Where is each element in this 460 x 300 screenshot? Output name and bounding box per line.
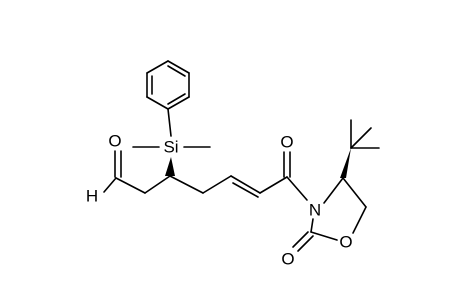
bond	[146, 60, 169, 74]
atom-o-acyl: O	[280, 133, 293, 152]
bond	[230, 175, 261, 194]
bond	[202, 175, 232, 194]
atom-o-ring: O	[339, 233, 352, 252]
bond	[259, 176, 288, 194]
wedge-bond	[165, 157, 175, 176]
wedge-bond	[340, 148, 351, 178]
oxazolidinone-ring: N O O	[281, 177, 367, 269]
enone-chain: O	[169, 133, 308, 201]
bond	[297, 235, 314, 252]
bond	[342, 177, 367, 208]
tert-butyl-group	[340, 119, 380, 178]
atom-o-carbonyl: O	[281, 250, 294, 269]
phenyl-ring	[146, 60, 190, 110]
bond	[103, 177, 117, 193]
bond	[146, 96, 169, 110]
bond	[310, 218, 314, 233]
bond	[144, 175, 171, 194]
bond	[167, 60, 190, 74]
bond	[169, 175, 204, 194]
bond	[310, 231, 338, 241]
bond-double-inner	[167, 65, 186, 77]
bond	[352, 206, 367, 234]
aldehyde-chain: O H	[86, 132, 171, 206]
bond	[292, 231, 309, 248]
bond	[350, 127, 372, 149]
bond	[167, 96, 190, 110]
bond-double-inner	[167, 93, 186, 105]
atom-n: N	[309, 201, 321, 220]
bond	[323, 177, 344, 204]
bond	[167, 108, 172, 137]
atom-h-aldehyde: H	[86, 187, 98, 206]
atom-si: Si	[163, 138, 178, 157]
bond-double-inner	[232, 182, 259, 198]
dimethylphenylsilyl-group: Si	[132, 108, 211, 157]
atom-o-aldehyde: O	[108, 132, 121, 151]
bond	[286, 176, 308, 201]
bond	[115, 177, 146, 194]
